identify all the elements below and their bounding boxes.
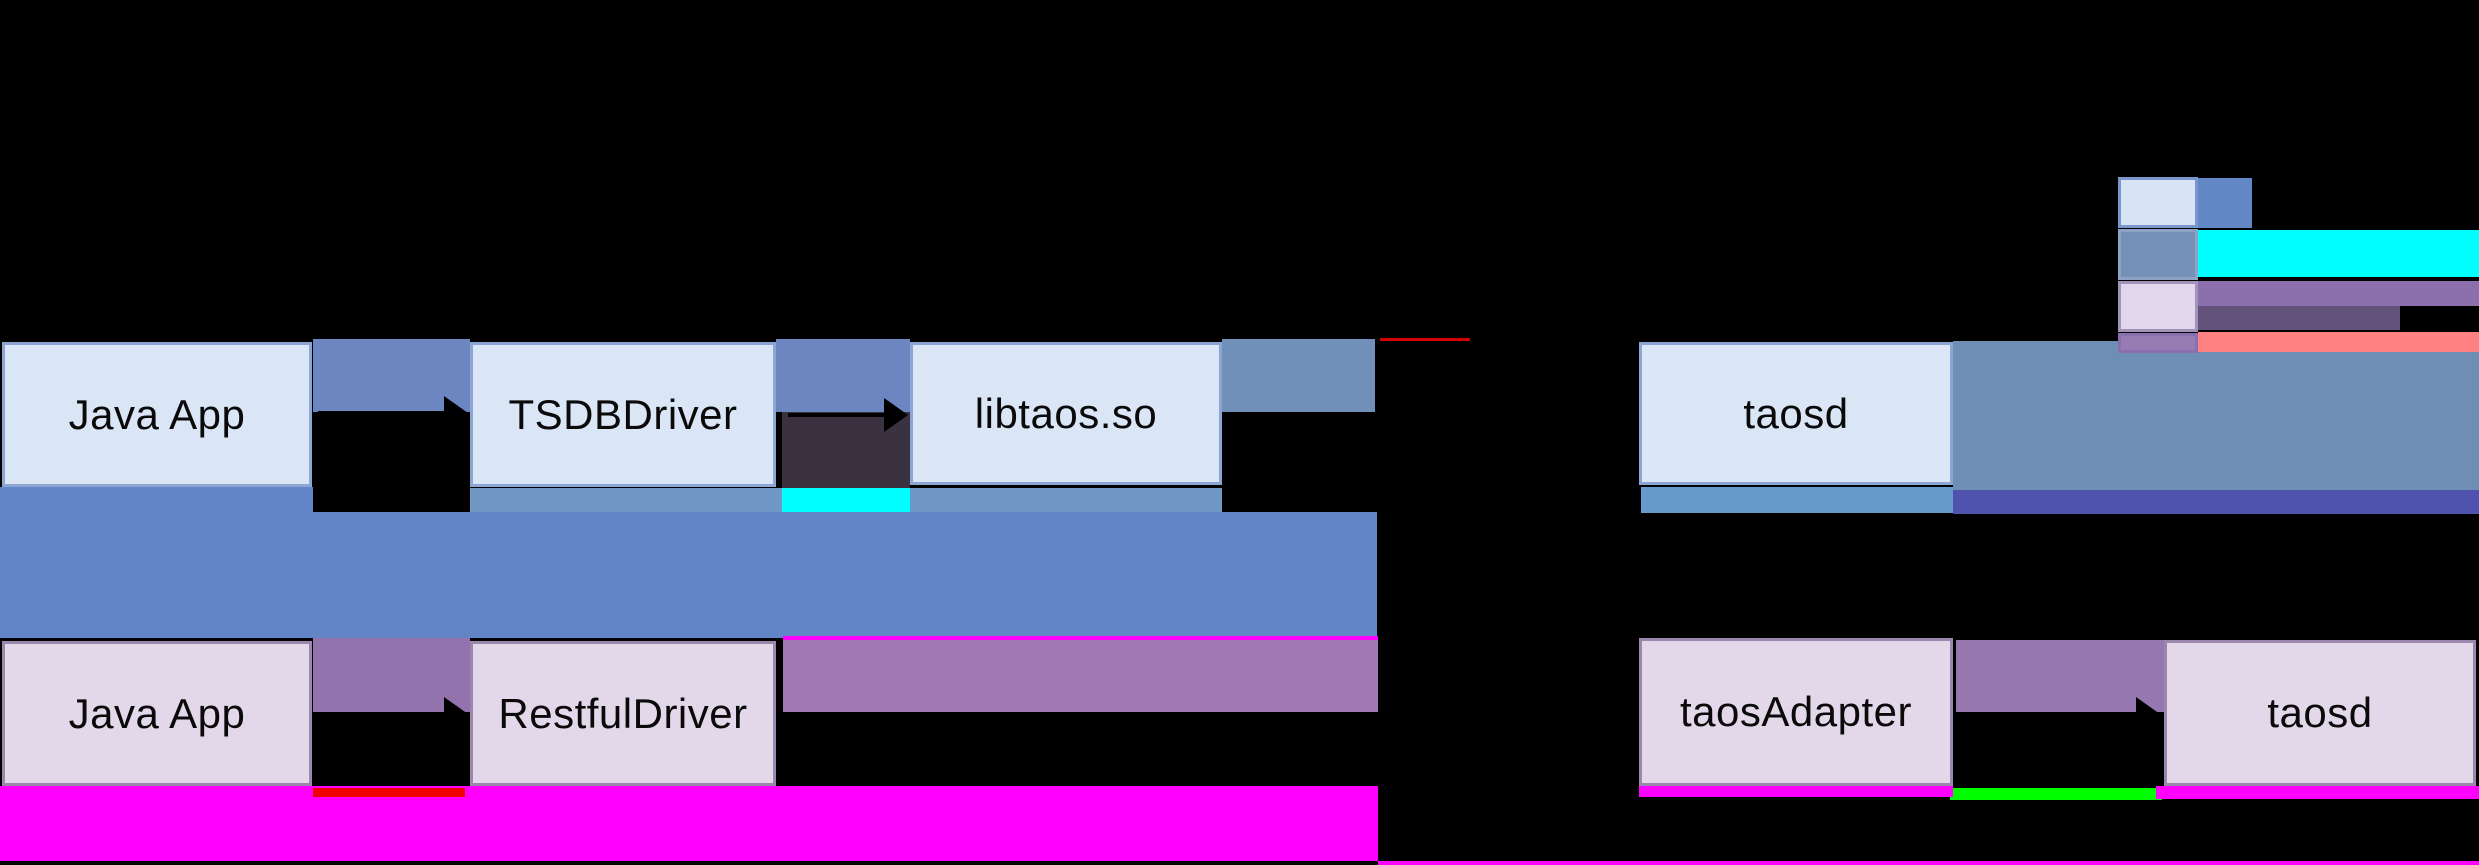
legend-bar-1 <box>2198 178 2252 228</box>
strip-under-libtaos <box>910 488 1222 512</box>
arrow-taosadapter-taosd-head <box>2136 697 2160 731</box>
legend-swatch-1 <box>2118 177 2198 228</box>
magenta-strip-under-taosd-rest <box>2156 786 2479 799</box>
legend-bar-3a <box>2198 281 2479 306</box>
band-taosd-server <box>1953 341 2479 490</box>
band-rest-wide-purple <box>783 640 1378 712</box>
node-taosadapter: taosAdapter <box>1639 638 1953 786</box>
legend-swatch-2 <box>2118 229 2198 280</box>
arrow-app-restfuldriver-head <box>444 697 468 731</box>
highlight-red-strip <box>313 788 465 797</box>
node-label: libtaos.so <box>974 389 1158 437</box>
highlight-cyan-strip <box>782 488 910 512</box>
legend-bar-4 <box>2198 332 2479 352</box>
arrow-tsdbdriver-libtaos-head <box>884 398 908 432</box>
arrow-app-restfuldriver-line <box>318 712 444 716</box>
node-restfuldriver: RestfulDriver <box>470 641 776 786</box>
node-label: taosd <box>2267 689 2373 736</box>
strip-indigo <box>1953 490 2479 514</box>
legend-bar-2 <box>2198 230 2479 277</box>
band-network-blue <box>0 512 1377 638</box>
band-rest-link-app-restfuldriver <box>313 638 470 712</box>
strip-under-taosd <box>1641 487 1953 513</box>
node-label: RestfulDriver <box>498 689 748 737</box>
red-line-top <box>1380 338 1470 341</box>
strip-under-tsdbdriver <box>470 488 782 512</box>
arrow-restfuldriver-taosadapter-line <box>788 714 1610 718</box>
legend-swatch-3 <box>2118 281 2198 332</box>
strip-under-java-app <box>0 487 313 512</box>
arrow-libtaos-taosd-head <box>1612 396 1636 430</box>
highlight-green-strip <box>1950 788 2162 800</box>
node-java-app-jni: Java App <box>2 342 312 487</box>
arrow-taosadapter-taosd-line <box>1958 712 2136 716</box>
band-libtaos-uplink <box>1222 339 1375 412</box>
legend-bar-3b <box>2198 306 2400 330</box>
node-libtaos-so: libtaos.so <box>910 342 1222 485</box>
band-rest-link-adapter-taosd <box>1956 640 2164 712</box>
magenta-strip-under-taosadapter <box>1639 786 1953 797</box>
band-jni-link-app-tsdbdriver <box>313 339 470 412</box>
node-label: taosAdapter <box>1680 688 1912 735</box>
node-label: Java App <box>68 390 246 438</box>
arrow-app-tsdbdriver-line <box>318 411 444 415</box>
arrow-app-tsdbdriver-head <box>444 396 468 430</box>
node-taosd-jni: taosd <box>1639 342 1953 485</box>
node-taosd-rest: taosd <box>2164 640 2476 786</box>
node-tsdbdriver: TSDBDriver <box>470 342 776 487</box>
magenta-bottom-line <box>1378 861 2479 865</box>
node-java-app-rest: Java App <box>2 641 312 786</box>
arrow-libtaos-taosd-line <box>1378 411 1612 415</box>
legend-swatch-4 <box>2118 333 2198 353</box>
node-label: taosd <box>1743 389 1849 437</box>
magenta-line-over-purple-band <box>783 636 1378 640</box>
node-label: Java App <box>68 689 246 737</box>
arrow-restfuldriver-taosadapter-head <box>1610 699 1634 733</box>
node-label: TSDBDriver <box>508 390 738 438</box>
arrow-tsdbdriver-libtaos-line <box>788 413 884 417</box>
highlight-magenta-band <box>0 786 1378 861</box>
